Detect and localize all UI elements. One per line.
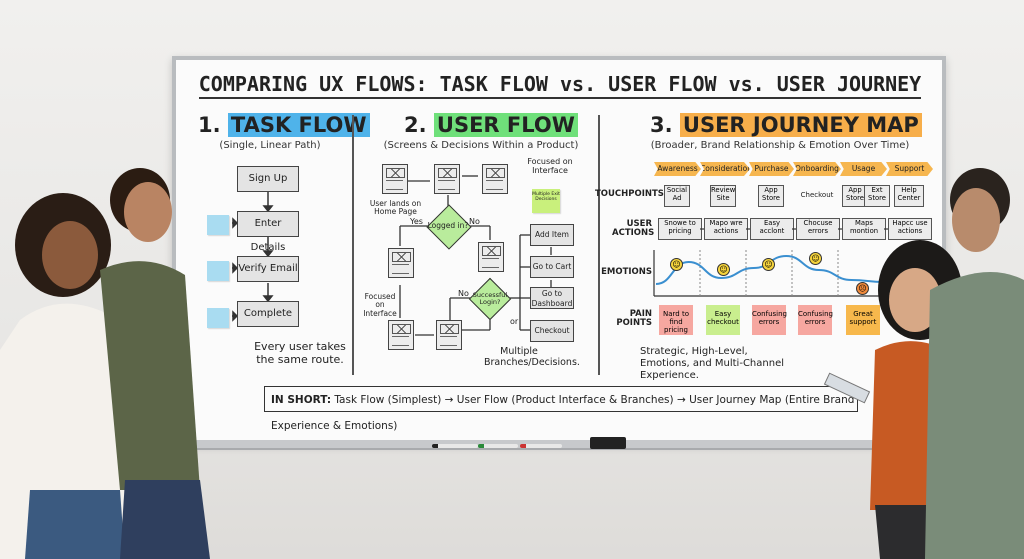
touchpoint: Help Center bbox=[894, 185, 924, 207]
row-label-user-actions: USER ACTIONS bbox=[612, 219, 655, 239]
task-step-complete: Complete bbox=[237, 301, 299, 327]
user-action: Easy acclont bbox=[750, 218, 794, 240]
row-label-touchpoints: TOUCHPOINTS bbox=[595, 189, 664, 199]
section-subtitle-journey-map: (Broader, Brand Relationship & Emotion O… bbox=[650, 140, 910, 151]
section-heading-task-flow: 1. TASK FLOW bbox=[198, 113, 370, 137]
user-flow-label-lands: User lands on Home Page bbox=[369, 199, 422, 217]
journey-note: Strategic, High-Level, Emotions, and Mul… bbox=[640, 346, 784, 381]
section-heading-journey-map: 3. USER JOURNEY MAP bbox=[650, 113, 922, 137]
person-right-group bbox=[823, 168, 1024, 559]
touchpoint: Ext Store bbox=[864, 185, 890, 207]
section-subtitle-user-flow: (Screens & Decisions Within a Product) bbox=[383, 140, 579, 151]
row-label-pain-points: PAIN POINTS bbox=[616, 309, 652, 329]
journey-stage: Awareness bbox=[654, 162, 701, 176]
wireframe-screen bbox=[482, 164, 508, 194]
wireframe-screen bbox=[388, 248, 414, 278]
journey-stage: Usage bbox=[840, 162, 887, 176]
sticky-note bbox=[207, 308, 229, 328]
user-flow-label-focused-left: Focused on Interface bbox=[363, 292, 397, 318]
journey-stage: Purchase bbox=[749, 162, 794, 176]
task-step-enter-details: Enter Details bbox=[237, 211, 299, 253]
column-divider bbox=[352, 115, 354, 375]
touchpoint: Checkout bbox=[800, 191, 834, 199]
sticky-note bbox=[207, 215, 229, 235]
section-subtitle-task-flow: (Single, Linear Path) bbox=[219, 140, 321, 151]
wireframe-screen bbox=[478, 242, 504, 272]
task-step-sign-up: Sign Up bbox=[237, 166, 299, 192]
user-action: Chocuse errors bbox=[796, 218, 840, 240]
touchpoint: App Store bbox=[842, 185, 868, 207]
user-flow-note: Multiple Branches/Decisions. bbox=[484, 346, 580, 369]
yes-label: Yes bbox=[410, 217, 423, 226]
journey-stage: Consideration bbox=[700, 162, 750, 176]
touchpoint: App Store bbox=[758, 185, 784, 207]
task-flow-note: Every user takes the same route. bbox=[254, 340, 346, 367]
flow-action-add-item: Add Item bbox=[530, 224, 574, 246]
row-label-emotions: EMOTIONS bbox=[601, 267, 652, 277]
wireframe-screen bbox=[382, 164, 408, 194]
sticky-note bbox=[207, 261, 229, 281]
sad-face-icon: ☹ bbox=[856, 282, 869, 295]
happy-face-icon: ☺ bbox=[762, 258, 775, 271]
no-label: No bbox=[469, 217, 480, 226]
happy-face-icon: ☺ bbox=[809, 252, 822, 265]
journey-stage: Onboarding bbox=[793, 162, 841, 176]
eraser bbox=[590, 437, 626, 449]
decision-logged-in: Logged in? bbox=[427, 221, 469, 230]
happy-face-icon: ☺ bbox=[670, 258, 683, 271]
user-action: Hapcc use actions bbox=[888, 218, 932, 240]
task-step-verify-email: Verify Email bbox=[237, 256, 299, 282]
happy-face-icon: ☺ bbox=[717, 263, 730, 276]
sticky-note bbox=[532, 189, 560, 213]
flow-action-go-to-dashboard: Go to Dashboard bbox=[530, 287, 574, 309]
marker bbox=[520, 444, 562, 448]
pain-point-card: Confusing errors bbox=[798, 305, 833, 335]
user-flow-label-focused-top: Focused on Interface bbox=[527, 157, 573, 175]
sticky-note-text: Multiple Exit Decisions bbox=[532, 192, 560, 202]
user-action: Mapo wre actions bbox=[704, 218, 748, 240]
pain-point-card: Easy checkout bbox=[706, 305, 740, 335]
wireframe-screen bbox=[434, 164, 460, 194]
wireframe-screen bbox=[436, 320, 462, 350]
touchpoint: Review Site bbox=[710, 185, 736, 207]
flow-action-checkout: Checkout bbox=[530, 320, 574, 342]
summary-box: IN SHORT: Task Flow (Simplest) → User Fl… bbox=[264, 386, 858, 432]
column-divider bbox=[598, 115, 600, 375]
or-label: or bbox=[510, 317, 519, 326]
no-label: No bbox=[458, 289, 469, 298]
pain-point-card: Great support bbox=[846, 305, 880, 335]
decision-successful-login: Successful Login? bbox=[472, 291, 508, 307]
summary-text: Task Flow (Simplest) → User Flow (Produc… bbox=[271, 394, 855, 432]
marker bbox=[432, 444, 478, 448]
pain-point-card: Confusing errors bbox=[752, 305, 787, 335]
marker bbox=[478, 444, 518, 448]
board-title: COMPARING UX FLOWS: TASK FLOW vs. USER F… bbox=[175, 72, 945, 99]
wireframe-screen bbox=[388, 320, 414, 350]
user-action: Maps montion bbox=[842, 218, 886, 240]
section-heading-user-flow: 2. USER FLOW bbox=[404, 113, 578, 137]
pain-point-card: Nard to find pricing bbox=[659, 305, 693, 335]
journey-stage: Support bbox=[886, 162, 933, 176]
user-action: Snowe to pricing bbox=[658, 218, 702, 240]
summary-prefix: IN SHORT: bbox=[271, 394, 332, 406]
touchpoint: Social Ad bbox=[664, 185, 690, 207]
flow-action-go-to-cart: Go to Cart bbox=[530, 256, 574, 278]
person-left-group bbox=[0, 168, 210, 559]
